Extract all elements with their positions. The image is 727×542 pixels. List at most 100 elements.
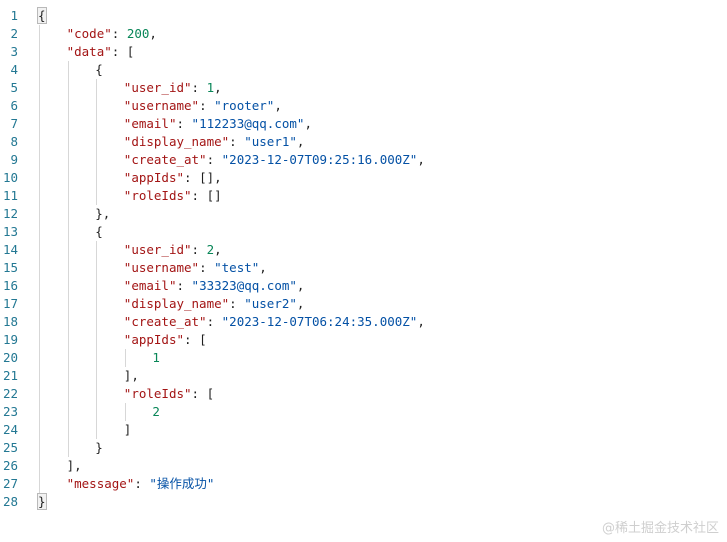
line-number: 17 [2, 296, 18, 311]
indent-guide [96, 151, 98, 169]
indent-guide [39, 133, 40, 151]
code-line[interactable]: 27"message": "操作成功" [0, 475, 727, 493]
code-line[interactable]: 16 "email": "33323@qq.com", [0, 277, 727, 295]
indent-guide [67, 439, 69, 457]
json-punctuation: : [176, 278, 192, 293]
code-text: { [37, 7, 47, 25]
code-text: }, [95, 205, 110, 223]
code-text: ], [67, 457, 82, 475]
json-string-value: "2023-12-07T06:24:35.000Z" [221, 314, 418, 329]
code-line[interactable]: 1{ [0, 7, 727, 25]
code-line[interactable]: 4{ [0, 61, 727, 79]
code-line[interactable]: 11"roleIds": [] [0, 187, 727, 205]
json-punctuation: : [] [191, 188, 222, 203]
code-line[interactable]: 10"appIds": [], [0, 169, 727, 187]
json-string-value: "rooter" [214, 98, 275, 113]
json-key: "user_id" [123, 80, 192, 95]
indent-guide [67, 187, 69, 205]
json-punctuation: : [ [191, 386, 215, 401]
json-punctuation: ], [123, 368, 139, 383]
code-text: ] [124, 421, 132, 439]
code-text: "user_id": 2, [124, 241, 222, 259]
watermark: @稀土掘金技术社区 [601, 521, 719, 536]
indent-guide [67, 367, 69, 385]
code-line[interactable]: 18"create_at": "2023-12-07T06:24:35.000Z… [0, 313, 727, 331]
indent-guide [67, 349, 69, 367]
json-punctuation: : [], [184, 170, 222, 185]
code-line[interactable]: 22"roleIds": [ [0, 385, 727, 403]
code-text: "email": "33323@qq.com", [124, 277, 305, 295]
json-string-value: "操作成功" [149, 476, 215, 491]
indent-guide [96, 385, 98, 403]
code-text: "user_id": 1, [124, 79, 222, 97]
json-punctuation: , [417, 314, 425, 329]
indent-guide [67, 223, 69, 241]
json-punctuation: : [191, 242, 207, 257]
code-text: "display_name": "user2", [124, 295, 305, 313]
json-punctuation: : [ [111, 44, 135, 59]
json-punctuation: , [296, 134, 305, 149]
code-line[interactable]: 12}, [0, 205, 727, 223]
json-punctuation: , [259, 260, 267, 275]
json-key: "create_at" [123, 152, 207, 167]
code-line[interactable]: 17 "display_name": "user2", [0, 295, 727, 313]
line-number: 7 [10, 116, 18, 131]
json-punctuation: : [206, 314, 222, 329]
code-line[interactable]: 2 "code": 200, [0, 25, 727, 43]
code-line[interactable]: 19"appIds": [ [0, 331, 727, 349]
indent-guide [39, 25, 40, 43]
json-punctuation: : [134, 476, 150, 491]
json-key: "data" [66, 44, 112, 59]
indent-guide [67, 403, 69, 421]
line-number: 3 [10, 44, 18, 59]
code-line[interactable]: 21], [0, 367, 727, 385]
code-line[interactable]: 7"email": "112233@qq.com", [0, 115, 727, 133]
line-number: 18 [2, 314, 18, 329]
indent-guide [67, 331, 69, 349]
json-string-value: "33323@qq.com" [191, 278, 297, 293]
indent-guide [39, 349, 40, 367]
indent-guide [39, 241, 40, 259]
json-code-editor[interactable]: 1{2"code": 200,3"data": [4{5"user_id": 1… [0, 7, 727, 513]
code-line[interactable]: 6"username": "rooter", [0, 97, 727, 115]
code-line[interactable]: 14"user_id": 2, [0, 241, 727, 259]
json-key: "code" [66, 26, 112, 41]
line-number: 16 [2, 278, 18, 293]
code-line[interactable]: 25} [0, 439, 727, 457]
indent-guide [67, 259, 69, 277]
code-line[interactable]: 8"display_name": "user1", [0, 133, 727, 151]
indent-guide [96, 349, 98, 367]
indent-guide [39, 187, 40, 205]
json-punctuation: : [206, 152, 222, 167]
code-line[interactable]: 13{ [0, 223, 727, 241]
indent-guide [67, 151, 69, 169]
json-punctuation: }, [95, 206, 111, 221]
line-number: 25 [2, 440, 18, 455]
json-punctuation: : [199, 98, 215, 113]
indent-guide [67, 97, 69, 115]
code-line[interactable]: 3 "data": [ [0, 43, 727, 61]
code-text: 2 [152, 403, 160, 421]
matched-bracket: { [37, 7, 47, 24]
line-number: 6 [10, 98, 18, 113]
json-key: "username" [123, 98, 200, 113]
json-punctuation: , [296, 296, 305, 311]
code-line[interactable]: 28} [0, 493, 727, 511]
code-line[interactable]: 5"user_id": 1, [0, 79, 727, 97]
code-line[interactable]: 15"username": "test", [0, 259, 727, 277]
code-text: } [37, 493, 47, 511]
code-line[interactable]: 26], [0, 457, 727, 475]
code-text: "code": 200, [67, 25, 157, 43]
line-number: 2 [10, 26, 18, 41]
json-punctuation: { [95, 62, 103, 77]
json-punctuation: , [214, 242, 222, 257]
code-line[interactable]: 24] [0, 421, 727, 439]
indent-guide [96, 115, 98, 133]
line-number: 11 [2, 188, 18, 203]
indent-guide [39, 205, 40, 223]
code-line[interactable]: 9"create_at": "2023-12-07T09:25:16.000Z"… [0, 151, 727, 169]
indent-guide [67, 79, 69, 97]
line-number: 21 [2, 368, 18, 383]
